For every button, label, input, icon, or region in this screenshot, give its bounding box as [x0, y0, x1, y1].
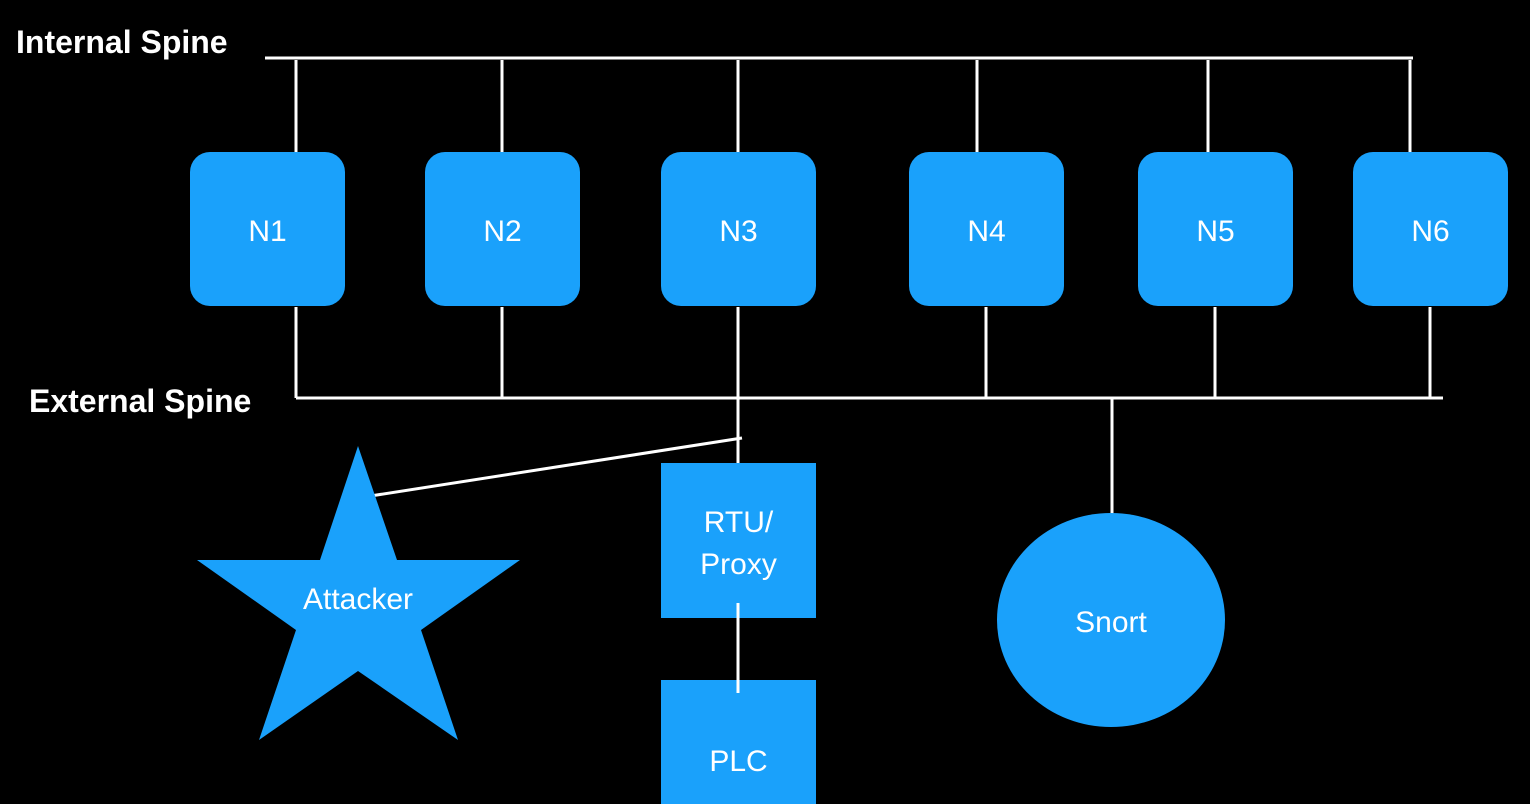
node-n4-box: [909, 152, 1064, 306]
node-n1-label: N1: [248, 215, 286, 248]
plc[interactable]: PLC: [661, 680, 816, 804]
node-n3[interactable]: N3: [661, 152, 816, 306]
attacker[interactable]: Attacker: [197, 446, 520, 740]
node-n2-label: N2: [483, 215, 521, 248]
attacker-tap-line: [363, 436, 743, 499]
node-n4[interactable]: N4: [909, 152, 1064, 306]
external-spine-label: External Spine: [29, 383, 251, 419]
internal-spine: Internal Spine: [16, 24, 1413, 60]
snort-label: Snort: [1075, 606, 1147, 639]
external-connectors: [294, 307, 1432, 398]
node-n3-label: N3: [719, 215, 757, 248]
node-n6[interactable]: N6: [1353, 152, 1508, 306]
node-n4-label: N4: [967, 215, 1005, 248]
node-n2-box: [425, 152, 580, 306]
plc-label: PLC: [709, 745, 767, 778]
internal-connectors: [294, 60, 1412, 153]
node-n6-label: N6: [1411, 215, 1449, 248]
node-n1-box: [190, 152, 345, 306]
snort[interactable]: Snort: [997, 513, 1225, 727]
node-n5-label: N5: [1196, 215, 1234, 248]
attacker-label: Attacker: [303, 583, 413, 616]
snort-circle-shape: [997, 513, 1225, 727]
internal-spine-label: Internal Spine: [16, 24, 228, 60]
external-spine: External Spine: [29, 383, 1443, 419]
rtu-proxy-label-line2: Proxy: [700, 548, 777, 581]
node-n5[interactable]: N5: [1138, 152, 1293, 306]
rtu-proxy[interactable]: RTU/ Proxy: [661, 463, 816, 618]
node-n2[interactable]: N2: [425, 152, 580, 306]
node-n1[interactable]: N1: [190, 152, 345, 306]
attacker-star-shape: [197, 446, 520, 740]
rtu-proxy-box: [661, 463, 816, 618]
node-n6-box: [1353, 152, 1508, 306]
plc-box: [661, 680, 816, 804]
node-n5-box: [1138, 152, 1293, 306]
rtu-proxy-label-line1: RTU/: [704, 506, 774, 539]
node-n3-box: [661, 152, 816, 306]
